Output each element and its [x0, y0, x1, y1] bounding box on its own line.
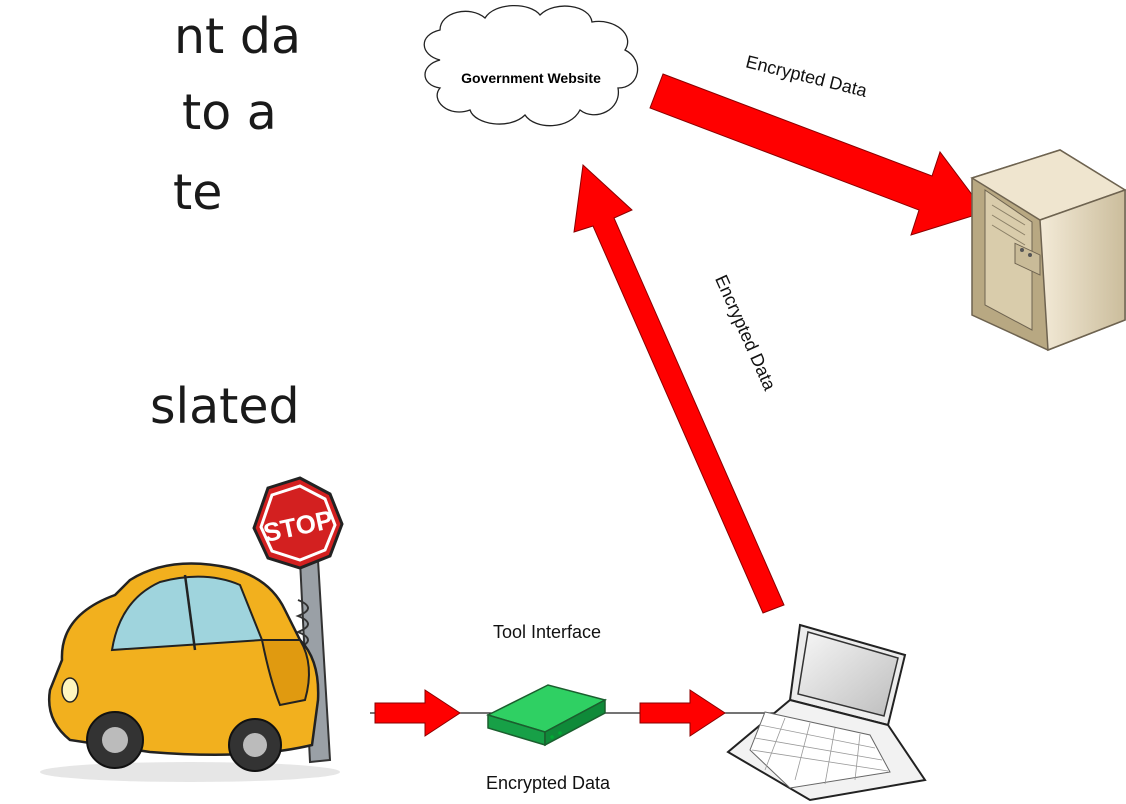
bottom-encrypted-label: Encrypted Data: [486, 773, 611, 793]
arrow-laptop-to-cloud: [573, 163, 785, 614]
arrow-car-to-tool: [374, 689, 461, 737]
crashed-car-stop-sign-image: STOP: [40, 476, 344, 782]
slide-body-text: nt data to a te slated,: [0, 0, 300, 470]
diagonal-encrypted-label: Encrypted Data: [711, 272, 780, 394]
cloud-label: Government Website: [461, 70, 601, 86]
arrow-tool-to-laptop: [639, 689, 726, 737]
slide-text-line-3: te: [173, 164, 223, 221]
slide-text-line-1: nt data: [174, 8, 300, 65]
tool-interface-device: [485, 684, 608, 747]
slide-text-line-5: slated,: [150, 378, 300, 435]
laptop-icon: [726, 623, 927, 802]
server-icon: [970, 149, 1126, 352]
stop-sign: STOP: [252, 476, 344, 570]
arrow-cloud-to-server: [649, 73, 986, 236]
slide-text-line-2: to a: [182, 84, 277, 141]
tool-interface-label: Tool Interface: [493, 622, 601, 642]
top-encrypted-label: Encrypted Data: [744, 51, 870, 101]
government-website-cloud: Government Website: [423, 4, 639, 127]
